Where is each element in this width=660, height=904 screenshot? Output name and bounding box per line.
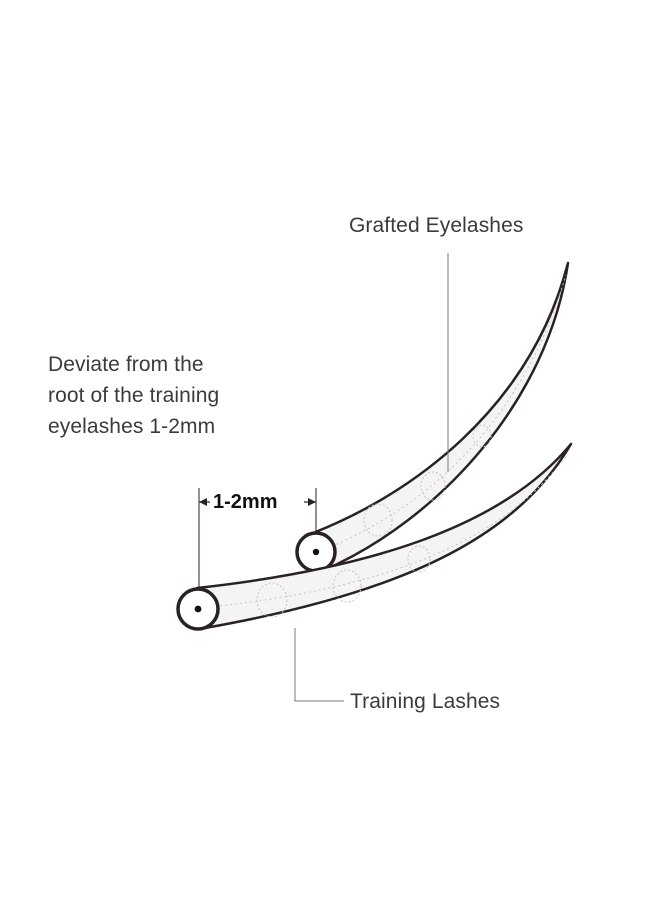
grafted-texture-ring: [472, 424, 492, 448]
grafted-eyelashes-label: Grafted Eyelashes: [349, 214, 524, 237]
deviation-note-line: eyelashes 1-2mm: [48, 415, 216, 438]
training-texture-ring: [332, 569, 362, 603]
training-lash-centerline: [199, 453, 569, 609]
training-lash-root-dot: [194, 605, 202, 613]
grafted-texture-ring: [363, 503, 393, 537]
grafted-lash-body: [311, 261, 570, 573]
deviation-note-line: root of the training: [48, 384, 220, 407]
training-leader-line: [294, 628, 344, 702]
training-texture-ring: [256, 582, 288, 618]
training-lash: [176, 442, 573, 631]
gap-dimension: [198, 488, 317, 590]
training-lashes-label: Training Lashes: [350, 690, 501, 713]
grafted-eyelash: [295, 261, 570, 573]
grafted-lash-root-dot: [312, 548, 320, 556]
grafted-lash-centerline: [317, 274, 567, 553]
gap-dimension-label: 1-2mm: [213, 491, 278, 513]
deviation-note-line: Deviate from the: [48, 353, 204, 376]
deviation-note: Deviate from the root of the training ey…: [48, 349, 219, 442]
grafted-texture-ring: [420, 471, 446, 501]
gap-arrowhead-left: [199, 498, 207, 506]
training-lash-body: [195, 442, 573, 630]
training-texture-ring: [407, 545, 431, 573]
gap-arrowhead-right: [308, 498, 316, 506]
